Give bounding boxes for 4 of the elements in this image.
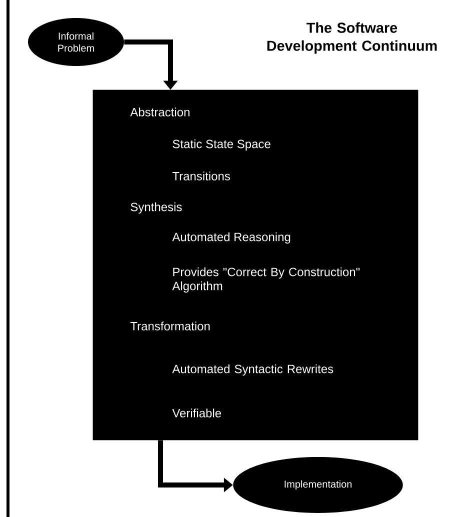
ellipse-node: Informal Problem [28,18,124,66]
ellipse-node: Implementation [233,457,403,513]
title: The Software Development Continuum [267,22,437,54]
content-box: Abstraction Static State Space Transitions Synthesis Automated Reasoning Provides "Correct By Construction" Algorithm Transformation Automated Syntactic Rewrites Verifiable [92,90,418,440]
